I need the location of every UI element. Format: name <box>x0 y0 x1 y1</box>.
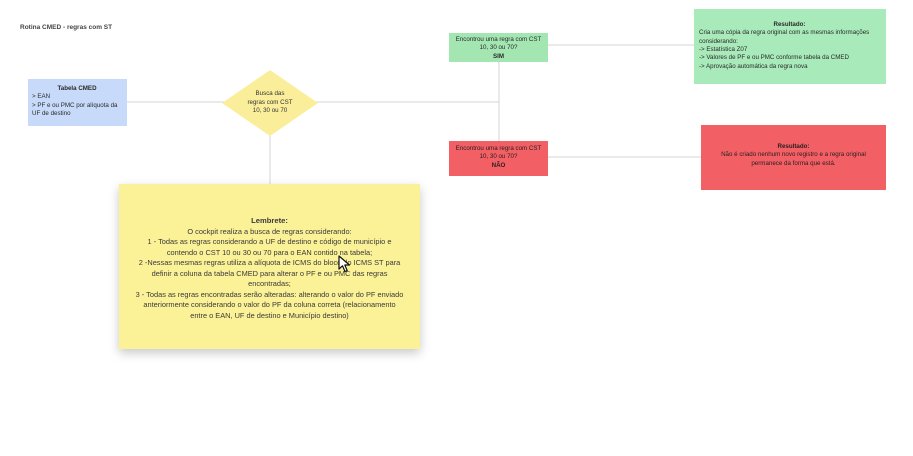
decision-line: 10, 30 ou 70 <box>252 107 288 115</box>
resultado-sim-line: Cria uma cópia da regra original com as … <box>699 29 870 37</box>
resultado-sim-line: -> Valores de PF e ou PMC conforme tabel… <box>699 54 849 62</box>
sim-question-card[interactable]: Encontrou uma regra com CST 10, 30 ou 70… <box>449 33 548 62</box>
board-title: Rotina CMED - regras com ST <box>20 24 113 31</box>
mouse-pointer-icon <box>338 255 351 273</box>
decision-line: regras com CST <box>247 98 293 106</box>
sim-question-line: Encontrou uma regra com CST <box>455 36 542 43</box>
nao-question-line: Encontrou uma regra com CST <box>455 145 542 152</box>
resultado-sim-title: Resultado: <box>773 21 806 28</box>
resultado-nao-title: Resultado: <box>777 143 810 150</box>
nao-answer: NÃO <box>491 161 506 169</box>
sim-question-line: 10, 30 ou 70? <box>479 44 518 52</box>
lembrete-sticky-note[interactable]: Lembrete: O cockpit realiza a busca de r… <box>119 184 420 349</box>
lembrete-title: Lembrete: <box>251 216 288 225</box>
lembrete-line: 1 - Todas as regras considerando a UF de… <box>147 237 392 247</box>
lembrete-line: 3 - Todas as regras encontradas serão al… <box>135 289 404 299</box>
tabela-cmed-line-pf: > PF e ou PMC por alíquota da <box>32 101 118 109</box>
lembrete-line: encontradas; <box>248 279 291 289</box>
decision-diamond-shape[interactable] <box>222 70 318 136</box>
nao-question-card[interactable]: Encontrou uma regra com CST 10, 30 ou 70… <box>449 141 548 176</box>
tabela-cmed-title: Tabela CMED <box>57 85 97 92</box>
lembrete-line: 2 -Nessas mesmas regras utiliza a alíquo… <box>138 258 401 268</box>
lembrete-line: contendo o CST 10 ou 30 ou 70 para o EAN… <box>166 247 373 257</box>
decision-node[interactable]: Busca das regras com CST 10, 30 ou 70 <box>222 70 318 136</box>
resultado-sim-line: considerando: <box>699 37 738 45</box>
lembrete-line: O cockpit realiza a busca de regras cons… <box>187 226 352 236</box>
resultado-nao-line: Não é criado nenhum novo registro e a re… <box>721 151 866 159</box>
resultado-nao-line: permanece da forma que está. <box>751 159 836 167</box>
decision-text: Busca das regras com CST 10, 30 ou 70 <box>222 70 318 136</box>
lembrete-line: entre o EAN, UF de destino e Município d… <box>190 310 349 320</box>
tabela-cmed-card[interactable]: Tabela CMED > EAN > PF e ou PMC por alíq… <box>28 79 127 126</box>
tabela-cmed-line-ean: > EAN <box>32 93 51 101</box>
nao-question-line: 10, 30 ou 70? <box>479 153 518 161</box>
resultado-sim-line: -> Estatística Z07 <box>699 46 748 54</box>
lembrete-line: definir a coluna da tabela CMED para alt… <box>151 268 388 278</box>
sim-answer: SIM <box>492 52 504 60</box>
tabela-cmed-line-uf: UF de destino <box>32 110 71 118</box>
lembrete-line: anteriormente considerando o valor do PF… <box>143 300 396 310</box>
resultado-sim-line: -> Aprovação automática da regra nova <box>699 62 808 70</box>
decision-line: Busca das <box>255 90 285 98</box>
resultado-nao-card[interactable]: Resultado: Não é criado nenhum novo regi… <box>701 125 886 190</box>
resultado-sim-card[interactable]: Resultado: Cria uma cópia da regra origi… <box>694 9 886 84</box>
